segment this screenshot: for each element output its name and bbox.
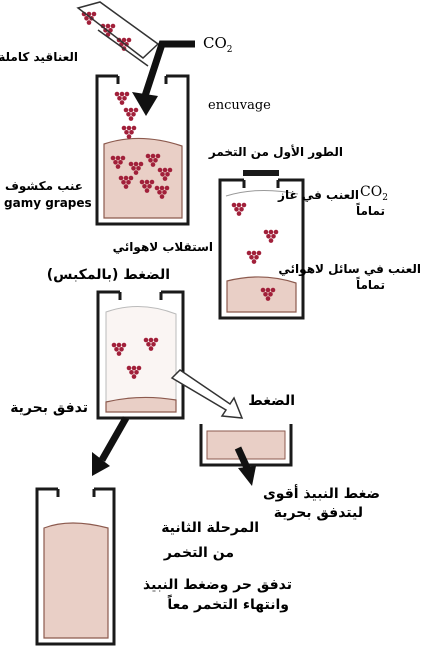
label-co2-top: CO2 <box>203 34 233 56</box>
label-second-stage-1: المرحلة الثانية <box>161 520 259 536</box>
vat-pressing <box>96 290 185 420</box>
free-run-arrow <box>92 416 130 476</box>
label-grapes-in-co2-fully: تماماً <box>356 204 385 218</box>
label-anaerobic-metabolism: استقلاب لاهوائي <box>112 240 213 254</box>
vat-second-stage <box>35 487 116 646</box>
hopper-chute <box>76 1 160 67</box>
label-gamy-grapes: gamy grapes <box>4 196 92 210</box>
co2-inlet-arrow <box>132 40 195 116</box>
label-grapes-in-liquid: العنب في سائل لاهوائي <box>278 262 421 276</box>
label-second-stage-3: تدفق حر وضغط النبيذ <box>143 577 292 593</box>
label-first-phase: الطور الأول من التخمر <box>208 145 343 159</box>
label-whole-bunches: العناقيد كاملة <box>0 50 78 64</box>
press-wine-arrow <box>234 446 256 486</box>
vat-encuvage <box>95 74 190 226</box>
transfer-arrow <box>170 369 244 419</box>
label-encuvage: encuvage <box>208 98 271 113</box>
label-second-stage-4: وانتهاء التخمر معاً <box>167 597 289 613</box>
press-tray <box>199 424 293 467</box>
vat-first-phase <box>218 170 305 320</box>
label-grapes-in-liquid-fully: تماماً <box>356 278 385 292</box>
falling-bunches <box>81 11 132 51</box>
label-grapes-in-co2: العنب في غاز <box>278 188 359 202</box>
label-grapes-in-co2-gas: CO2 <box>360 184 388 203</box>
label-pressing-press: الضغط (بالمكبس) <box>46 267 170 283</box>
label-exposed-grapes: عنب مكشوف <box>4 179 83 193</box>
label-free-run: تدفق بحرية <box>10 400 88 416</box>
label-pressing: الضغط <box>248 393 295 409</box>
label-press-wine-1: ضغط النبيذ أقوى <box>262 486 380 502</box>
label-second-stage-2: من التخمر <box>163 545 234 561</box>
label-press-wine-2: ليتدفق بحرية <box>273 505 363 521</box>
